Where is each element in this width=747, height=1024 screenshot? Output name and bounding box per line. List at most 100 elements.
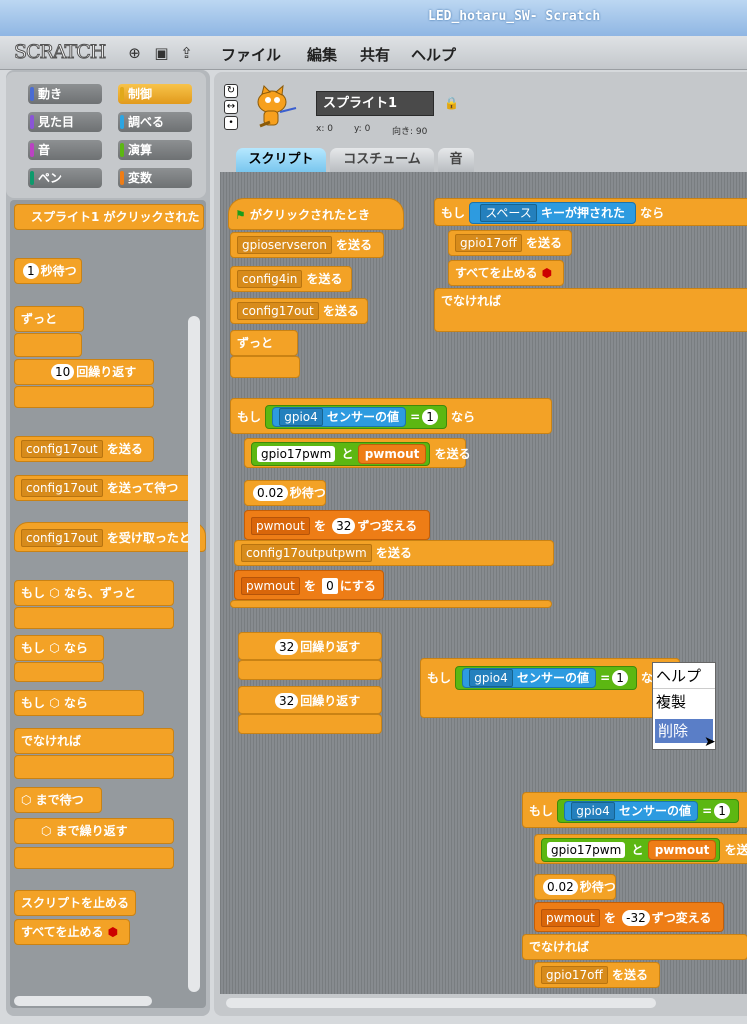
script-hscrollbar[interactable] [226,998,656,1008]
value-input[interactable]: 1 [612,670,628,686]
tab-sound[interactable]: 音 [438,148,474,172]
palette-hscrollbar[interactable] [14,996,152,1006]
share-upload-icon[interactable]: ⇪ [180,44,193,62]
variable-dropdown[interactable]: pwmout [241,577,300,595]
broadcast-wait-dropdown[interactable]: config17out [21,479,103,497]
palette-hat-sprite-clicked[interactable]: スプライト1 がクリックされた [14,204,204,230]
category-control[interactable]: 制御 [118,84,192,104]
broadcast-join-block[interactable]: gpio17pwm と pwmout を送る [534,834,747,864]
rotate-style-icon[interactable]: ↻ [224,84,238,98]
broadcast-dropdown[interactable]: gpio17off [541,966,608,984]
category-operators[interactable]: 演算 [118,140,192,160]
change-input[interactable]: 32 [332,518,356,534]
sensor-dropdown[interactable]: gpio4 [279,408,323,426]
hat-green-flag[interactable]: ⚑ がクリックされたとき [228,198,404,230]
if-key-block[interactable]: もし スペース キーが押された なら [434,198,747,226]
context-help[interactable]: ヘルプ [653,663,715,689]
broadcast-join-block[interactable]: gpio17pwm と pwmout を送る [244,438,471,468]
broadcast-block[interactable]: gpio17off を送る [448,230,572,256]
palette-repeat-until[interactable]: ⬡ まで繰り返す [14,818,174,844]
sensor-value[interactable]: gpio4 センサーの値 [272,407,406,427]
palette-if-forever[interactable]: もし ⬡ なら、ずっと [14,580,174,606]
set-input[interactable]: 0 [322,578,338,594]
join-operator[interactable]: gpio17pwm と pwmout [541,838,721,862]
if-sensor-block[interactable]: もし gpio4 センサーの値 =1 な [420,658,680,718]
menu-help[interactable]: ヘルプ [411,46,457,64]
key-pressed-sensor[interactable]: スペース キーが押された [469,202,636,224]
sensor-dropdown[interactable]: gpio4 [469,669,513,687]
variable-reporter[interactable]: pwmout [357,444,427,464]
equals-operator[interactable]: gpio4 センサーの値 =1 [265,405,447,429]
tab-scripts[interactable]: スクリプト [236,148,326,172]
broadcast-dropdown[interactable]: gpio17off [455,234,522,252]
repeat-input[interactable]: 32 [275,693,299,709]
if-else-sensor-block[interactable]: もし gpio4 センサーの値 =1 [522,792,747,828]
context-duplicate[interactable]: 複製 [656,693,687,711]
broadcast-dropdown[interactable]: config17out [237,302,319,320]
palette-broadcast[interactable]: config17out を送る [14,436,154,462]
palette-stop-script[interactable]: スクリプトを止める [14,890,136,916]
category-sensing[interactable]: 調べる [118,112,192,132]
palette-broadcast-wait[interactable]: config17out を送って待つ [14,475,200,501]
join-operator[interactable]: gpio17pwm と pwmout [251,442,431,466]
key-dropdown[interactable]: スペース [480,204,537,222]
value-input[interactable]: 1 [422,409,438,425]
wait-input[interactable]: 0.02 [253,485,288,501]
context-delete[interactable]: 削除 [655,719,713,743]
equals-operator[interactable]: gpio4 センサーの値 =1 [557,799,739,823]
category-motion[interactable]: 動き [28,84,102,104]
change-input[interactable]: -32 [622,910,650,926]
category-pen[interactable]: ペン [28,168,102,188]
repeat-input[interactable]: 32 [275,639,299,655]
palette-wait-until[interactable]: ⬡ まで待つ [14,787,102,813]
join-input[interactable]: gpio17pwm [257,446,336,462]
broadcast-block[interactable]: config17out を送る [230,298,368,324]
palette-if-else[interactable]: もし ⬡ なら [14,690,144,716]
stop-all-block[interactable]: すべてを止める ⬢ [448,260,564,286]
broadcast-block[interactable]: gpio17off を送る [534,962,660,988]
menu-edit[interactable]: 編集 [307,46,338,64]
script-area[interactable]: ⚑ がクリックされたとき gpioservseron を送る config4in… [220,172,747,994]
menu-file[interactable]: ファイル [221,46,282,64]
no-rotate-icon[interactable]: • [224,116,238,130]
palette-when-receive[interactable]: config17out を受け取ったと [14,522,206,552]
join-input[interactable]: gpio17pwm [547,842,626,858]
sensor-dropdown[interactable]: gpio4 [571,802,615,820]
category-variables[interactable]: 変数 [118,168,192,188]
palette-if[interactable]: もし ⬡ なら [14,635,104,661]
save-icon[interactable]: ▣ [154,44,169,62]
equals-operator[interactable]: gpio4 センサーの値 =1 [455,666,637,690]
lock-icon[interactable]: 🔒 [444,96,459,110]
palette-stop-all[interactable]: すべてを止める ⬢ [14,919,130,945]
wait-input[interactable]: 0.02 [543,879,578,895]
broadcast-block[interactable]: gpioservseron を送る [230,232,384,258]
broadcast-block[interactable]: config17outputpwm を送る [234,540,554,566]
sprite-name-field[interactable]: スプライト1 [316,91,434,116]
broadcast-dropdown[interactable]: config17outputpwm [241,544,372,562]
category-sound[interactable]: 音 [28,140,102,160]
menu-share[interactable]: 共有 [360,46,391,64]
forever-block[interactable]: ずっと [230,330,298,356]
sensor-value[interactable]: gpio4 センサーの値 [462,668,596,688]
globe-icon[interactable]: ⊕ [128,44,141,62]
palette-vscrollbar[interactable] [188,316,200,992]
if-sensor-block[interactable]: もし gpio4 センサーの値 =1 なら [230,398,552,434]
variable-dropdown[interactable]: pwmout [541,909,600,927]
broadcast-dropdown[interactable]: config17out [21,440,103,458]
variable-reporter[interactable]: pwmout [647,840,717,860]
variable-dropdown[interactable]: pwmout [251,517,310,535]
repeat-input[interactable]: 10 [51,364,75,380]
category-looks[interactable]: 見た目 [28,112,102,132]
wait-input[interactable]: 1 [23,263,39,279]
tab-costumes[interactable]: コスチューム [330,148,434,172]
broadcast-dropdown[interactable]: config4in [237,270,303,288]
receive-dropdown[interactable]: config17out [21,529,103,547]
